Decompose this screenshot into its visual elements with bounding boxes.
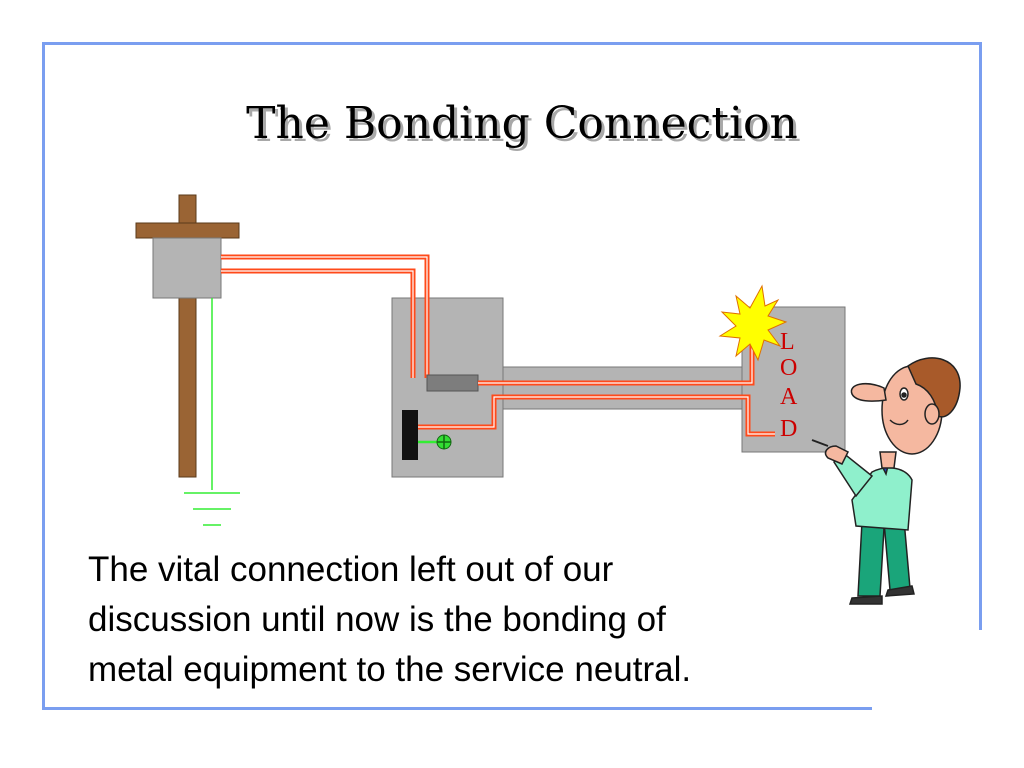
service-drop-wires [221,254,430,378]
breaker [426,374,479,392]
utility-pole [135,194,240,478]
slide-frame-left [42,42,45,710]
earth-ground-symbol [184,492,240,526]
slide-frame-right [979,42,982,630]
load-letter-d: D [780,416,797,442]
load-label: L O A D [780,329,798,442]
load-letter-a: A [780,384,798,410]
transformer-box [152,237,222,299]
spark-burst [718,284,788,362]
neutral-bar [402,410,418,460]
load-letter-o: O [780,355,797,381]
conduit [502,366,747,410]
caption-text: The vital connection left out of our dis… [88,545,848,695]
bonding-screw [436,434,452,450]
load-letter-l: L [780,329,795,355]
slide-title: The Bonding Connection [246,98,798,149]
pointing-man-illustration [811,357,961,605]
caption-line: The vital connection left out of our [88,550,614,589]
caption-line: metal equipment to the service neutral. [88,650,692,689]
slide-frame-top [42,42,982,45]
caption-line: discussion until now is the bonding of [88,600,666,639]
slide-frame-bottom [42,707,872,710]
